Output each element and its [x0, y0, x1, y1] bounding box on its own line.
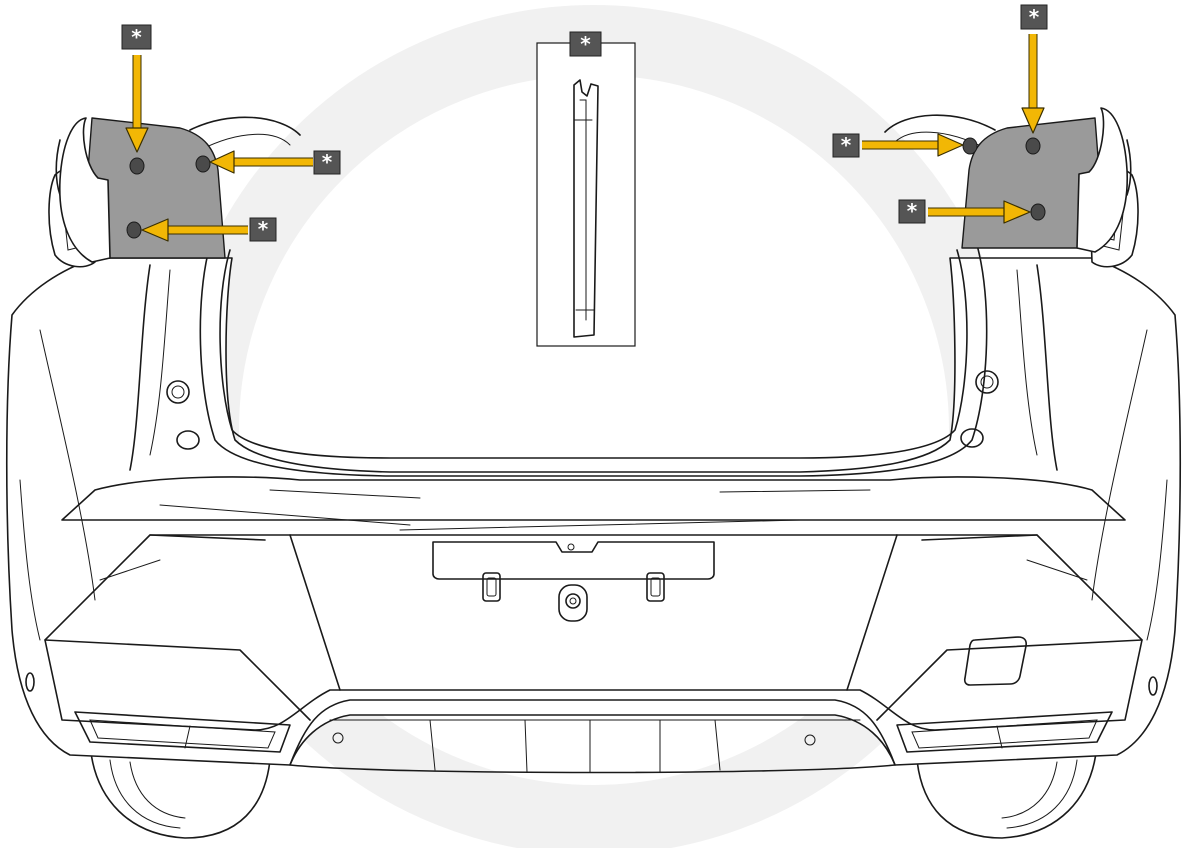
- svg-text:*: *: [1029, 5, 1040, 29]
- clip-hole-left-upper: [129, 157, 145, 175]
- marker-left-lower: *: [249, 217, 277, 242]
- right-trim-panel: [961, 107, 1128, 253]
- svg-text:*: *: [907, 199, 918, 223]
- svg-text:*: *: [258, 217, 269, 241]
- vehicle-body: [5, 114, 1182, 766]
- pointer-arrow-icon: [125, 55, 149, 153]
- clip-hole-left-lower: [126, 221, 142, 239]
- clip-hole-left-side: [195, 155, 211, 173]
- rear-diffuser: [289, 699, 896, 774]
- svg-text:*: *: [322, 150, 333, 174]
- clip-points: [126, 137, 1046, 239]
- clip-hole-right-upper: [1025, 137, 1041, 155]
- pointer-arrows: [125, 34, 1045, 242]
- left-lower-reflector: [74, 711, 291, 753]
- right-side-marker: [1148, 676, 1158, 696]
- pointer-arrow-icon: [141, 218, 248, 242]
- body-sensors: [166, 370, 999, 450]
- marker-right-lower: *: [898, 199, 926, 224]
- pointer-arrow-icon: [862, 133, 964, 157]
- svg-text:*: *: [131, 25, 142, 49]
- clip-hole-right-side: [962, 137, 978, 155]
- svg-text:*: *: [580, 32, 591, 56]
- rear-left-wheel: [89, 744, 271, 839]
- marker-tool: *: [569, 31, 602, 57]
- bumper-lower: [44, 534, 1143, 731]
- pointer-arrow-icon: [1021, 34, 1045, 134]
- tool-inset: [536, 42, 636, 347]
- rear-right-wheel: [916, 744, 1098, 839]
- trim-removal-tool-icon: [573, 79, 599, 338]
- svg-text:*: *: [841, 133, 852, 157]
- clip-hole-right-lower: [1030, 203, 1046, 221]
- pointer-arrow-icon: [928, 200, 1031, 224]
- charge-port-flap: [963, 636, 1027, 686]
- marker-right-top: *: [1020, 4, 1048, 30]
- marker-right-side: *: [832, 133, 860, 158]
- right-lower-reflector: [896, 711, 1113, 753]
- pointer-arrow-icon: [209, 150, 313, 174]
- marker-left-top: *: [121, 24, 152, 50]
- left-trim-panel: [59, 117, 226, 263]
- bumper-upper: [61, 476, 1126, 531]
- left-side-marker: [25, 672, 35, 692]
- marker-left-side: *: [313, 150, 341, 175]
- license-plate-area: [432, 541, 715, 622]
- asterisk-markers: * * * * * * *: [121, 4, 1048, 242]
